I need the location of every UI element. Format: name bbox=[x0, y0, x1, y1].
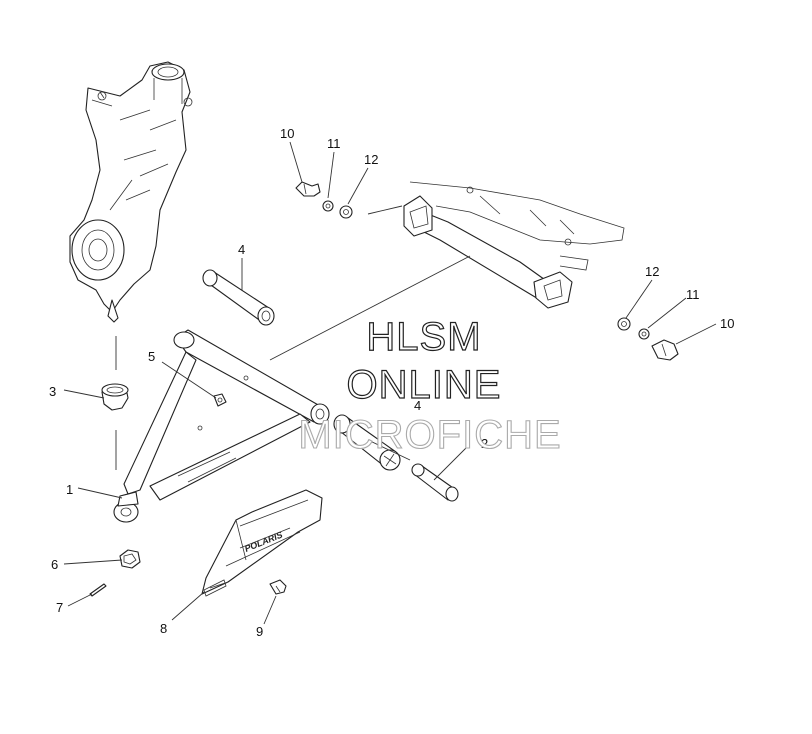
callout-5: 5 bbox=[148, 349, 155, 364]
callout-6: 6 bbox=[51, 557, 58, 572]
ball-joint-boot bbox=[101, 383, 129, 411]
callout-11-upper: 11 bbox=[327, 136, 341, 151]
callout-12-upper: 12 bbox=[364, 152, 378, 167]
washer-upper-left bbox=[339, 205, 353, 219]
watermark-line-2: ONLINE bbox=[347, 363, 502, 407]
frame-crossmember bbox=[403, 181, 625, 309]
bolt-upper-left bbox=[295, 181, 321, 197]
callout-1: 1 bbox=[66, 482, 73, 497]
lock-washer-right bbox=[638, 328, 650, 340]
a-arm bbox=[113, 329, 330, 523]
lock-washer-upper-left bbox=[322, 200, 334, 212]
callout-8: 8 bbox=[160, 621, 167, 636]
bolt-right bbox=[651, 339, 679, 361]
leader-lines bbox=[63, 141, 717, 625]
callout-10-upper: 10 bbox=[280, 126, 294, 141]
watermark-line-1: HLSM bbox=[366, 315, 481, 359]
steering-knuckle bbox=[69, 61, 193, 323]
pivot-tube-lower bbox=[333, 414, 401, 471]
castle-nut bbox=[119, 549, 141, 569]
watermark-line-3: MICROFICHE bbox=[298, 413, 561, 457]
watermark: HLSM ONLINE MICROFICHE bbox=[298, 314, 561, 457]
callout-10-right: 10 bbox=[720, 316, 734, 331]
grease-fitting bbox=[213, 393, 227, 407]
callout-4-upper: 4 bbox=[238, 242, 245, 257]
pivot-tube-upper bbox=[202, 269, 275, 326]
callout-4-lower: 4 bbox=[414, 398, 421, 413]
callout-7: 7 bbox=[56, 600, 63, 615]
callout-12-right: 12 bbox=[645, 264, 659, 279]
guard-bolt bbox=[269, 579, 287, 595]
bushing bbox=[411, 463, 459, 502]
callout-3: 3 bbox=[49, 384, 56, 399]
assembly-centerlines bbox=[115, 205, 471, 470]
callout-labels: 1 2 3 4 4 5 6 7 8 9 10 11 12 12 11 10 bbox=[49, 126, 734, 639]
callout-11-right: 11 bbox=[686, 287, 700, 302]
cotter-pin bbox=[89, 583, 107, 597]
callout-9: 9 bbox=[256, 624, 263, 639]
a-arm-guard: POLARIS bbox=[201, 489, 323, 597]
washer-right bbox=[617, 317, 631, 331]
callout-2: 2 bbox=[481, 436, 488, 451]
